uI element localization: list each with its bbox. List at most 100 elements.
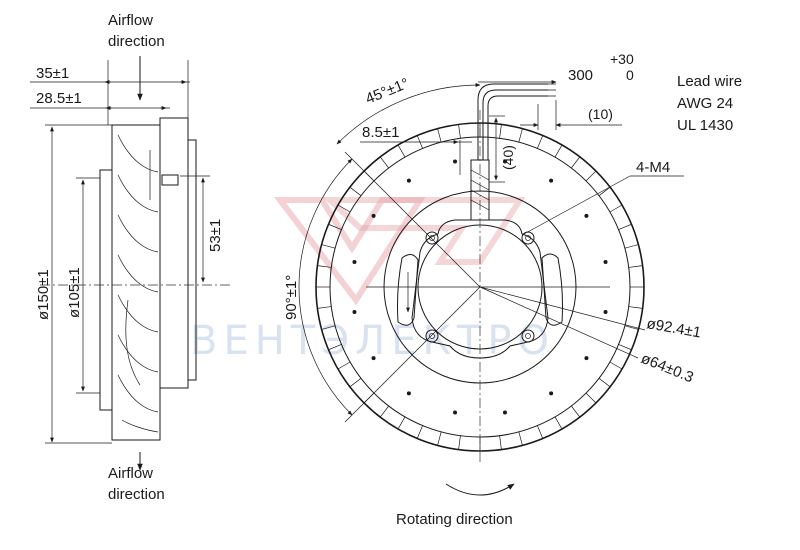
blade-slot [317, 306, 332, 309]
rivet-dot [352, 309, 357, 314]
airflow-top-line2: direction [108, 33, 165, 50]
blade-slot [437, 431, 442, 446]
leader-dia-92 [479, 286, 646, 331]
rivet-dot [502, 410, 507, 415]
blade-slot [628, 265, 643, 268]
lead-wire-line2: AWG 24 [677, 95, 733, 112]
airflow-bottom-line1: Airflow [108, 465, 153, 482]
blade-slot [321, 325, 336, 330]
rivet-dot [584, 213, 589, 218]
blade-slot [328, 344, 342, 351]
blade-slot [458, 124, 461, 139]
blade-slot [379, 156, 389, 169]
blade-slot [537, 135, 544, 149]
blade-slot [609, 204, 623, 213]
blade-slot [379, 405, 389, 418]
blade-lines [117, 134, 159, 433]
lead-wire-3 [487, 95, 548, 160]
blade-slot [328, 223, 342, 230]
watermark-logo: ВЕНТЭЛЕКТРО [190, 197, 555, 364]
rivet-dot [502, 159, 507, 164]
blade-slot [585, 170, 597, 182]
diag-line-sw [344, 286, 481, 423]
blade-slot [571, 405, 581, 418]
blade-slot [628, 306, 643, 309]
dim-inner-dia-label: ø105±1 [66, 267, 83, 318]
leader-m4 [523, 175, 631, 235]
blade-slot [458, 435, 461, 450]
rivet-dot [603, 260, 608, 265]
lead-tol-minus: 0 [626, 67, 634, 83]
blade-slot [518, 431, 523, 446]
blade-slot [397, 144, 406, 158]
impeller-body [111, 124, 161, 441]
blade-slot [598, 378, 611, 388]
angle-90-label: 90°±1° [283, 275, 300, 320]
blade-slot [416, 425, 423, 439]
blade-slot [624, 325, 639, 330]
dim-40-label: (40) [500, 145, 516, 170]
blade-slot [499, 435, 502, 450]
lead-wire-line1: Lead wire [677, 73, 742, 90]
dim-depth-label: 35±1 [36, 65, 69, 82]
blade-slot [571, 156, 581, 169]
dim-8-5-label: 8.5±1 [362, 124, 399, 141]
angle-45-label: 45°±1° [363, 75, 411, 108]
blade-slot [598, 186, 611, 196]
arc-90 [298, 158, 353, 416]
dim-10-label: (10) [588, 106, 613, 122]
rivet-dot [406, 391, 411, 396]
rivet-dot [603, 309, 608, 314]
rivet-dot [453, 410, 458, 415]
holes-label: 4-M4 [636, 159, 670, 176]
blade-slot [618, 223, 632, 230]
blade-slot [609, 361, 623, 370]
airflow-top-line1: Airflow [108, 12, 153, 29]
blade-slot [518, 128, 523, 143]
blade-slot [624, 244, 639, 249]
motor-plate [159, 117, 189, 389]
dim-outer-dia-label: ø150±1 [35, 269, 52, 320]
blade-slot [499, 124, 502, 139]
blade-slot [349, 186, 362, 196]
blade-slot [349, 378, 362, 388]
diag-line-nw [344, 151, 481, 288]
rivet-dot [406, 178, 411, 183]
leader-dia-64 [479, 286, 639, 359]
connector [161, 174, 179, 186]
blade-slot [537, 425, 544, 439]
watermark-text: ВЕНТЭЛЕКТРО [190, 318, 555, 364]
rivet-dot [584, 356, 589, 361]
rivet-dots [352, 159, 608, 415]
rotation-arrow [445, 483, 515, 496]
arc-45 [336, 83, 481, 145]
dim-frame-label: 28.5±1 [36, 90, 82, 107]
rivet-dot [549, 391, 554, 396]
rivet-dot [549, 178, 554, 183]
side-view: Airflow direction 35±1 28.5±1 [30, 12, 230, 503]
dia-64-label: ø64±0.3 [639, 350, 696, 386]
airflow-bottom-line2: direction [108, 486, 165, 503]
blade-slot [321, 244, 336, 249]
lead-wire-line3: UL 1430 [677, 117, 733, 134]
dia-92-label: ø92.4±1 [645, 315, 702, 341]
rivet-dot [371, 213, 376, 218]
right-slot [541, 253, 563, 326]
rivet-dot [371, 356, 376, 361]
blade-slot [585, 392, 597, 404]
rotating-direction-label: Rotating direction [396, 511, 513, 528]
blade-slot [437, 128, 442, 143]
left-slot [397, 254, 419, 326]
lead-tol-plus: +30 [610, 51, 634, 67]
inlet-ring [99, 169, 113, 411]
front-view: 45°±1° 90°±1° 8.5±1 (40) 300 +30 0 (10) … [283, 51, 742, 528]
blade-slot [554, 144, 563, 158]
lead-length-label: 300 [568, 67, 593, 84]
blade-slot [397, 416, 406, 430]
dim-height-label: 53±1 [207, 219, 224, 252]
blade-slot [554, 416, 563, 430]
lead-wire-2 [482, 89, 548, 160]
rivet-dot [352, 260, 357, 265]
